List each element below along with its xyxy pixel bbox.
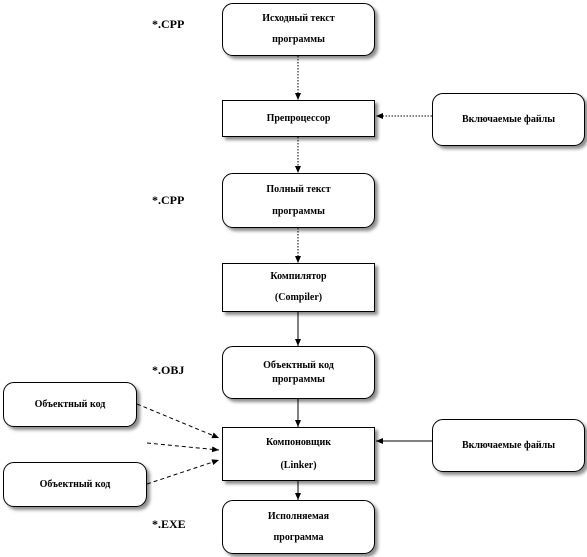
include-files-top-label: Включаемые файлы xyxy=(461,113,556,125)
object-code-input-top-label: Объектный код xyxy=(34,398,106,410)
object-code-box: Объектный код программы xyxy=(222,346,375,399)
extension-cpp-full: *.CPP xyxy=(152,193,185,207)
compiler-box: Компилятор (Compiler) xyxy=(222,263,375,312)
executable-line2: программа xyxy=(273,531,324,543)
arrow-middle-to-linker xyxy=(146,442,220,453)
arrow-objbottom-to-linker xyxy=(146,459,220,485)
linker-box: Компоновщик (Linker) xyxy=(222,427,375,481)
object-code-input-bottom-label: Объектный код xyxy=(39,478,111,490)
preprocessor-label: Препроцессор xyxy=(266,112,331,124)
include-files-bottom-box: Включаемые файлы xyxy=(432,419,585,472)
object-code-input-top-box: Объектный код xyxy=(3,382,137,427)
linker-line2: (Linker) xyxy=(280,459,317,471)
source-code-line1: Исходный текст xyxy=(262,13,335,24)
source-code-line2: программы xyxy=(272,34,325,45)
linker-line1: Компоновщик xyxy=(265,436,331,448)
compiler-line2: (Compiler) xyxy=(274,292,323,303)
full-text-line1: Полный текст xyxy=(266,183,331,195)
object-code-line1: Объектный код xyxy=(263,359,334,371)
include-files-top-box: Включаемые файлы xyxy=(432,93,585,146)
extension-exe: *.EXE xyxy=(152,517,186,531)
object-code-line2: программы xyxy=(272,373,325,385)
executable-box: Исполняемая программа xyxy=(222,500,375,554)
source-code-box: Исходный текст программы xyxy=(222,3,375,56)
extension-obj: *.OBJ xyxy=(152,363,185,377)
full-text-line2: программы xyxy=(272,205,325,217)
extension-cpp-source: *.CPP xyxy=(152,17,185,31)
executable-line1: Исполняемая xyxy=(267,510,330,522)
full-text-box: Полный текст программы xyxy=(222,173,375,228)
include-files-bottom-label: Включаемые файлы xyxy=(461,439,556,451)
arrow-objtop-to-linker xyxy=(136,403,220,439)
object-code-input-bottom-box: Объектный код xyxy=(3,462,147,507)
preprocessor-box: Препроцессор xyxy=(222,100,375,137)
compiler-line1: Компилятор xyxy=(270,271,327,282)
